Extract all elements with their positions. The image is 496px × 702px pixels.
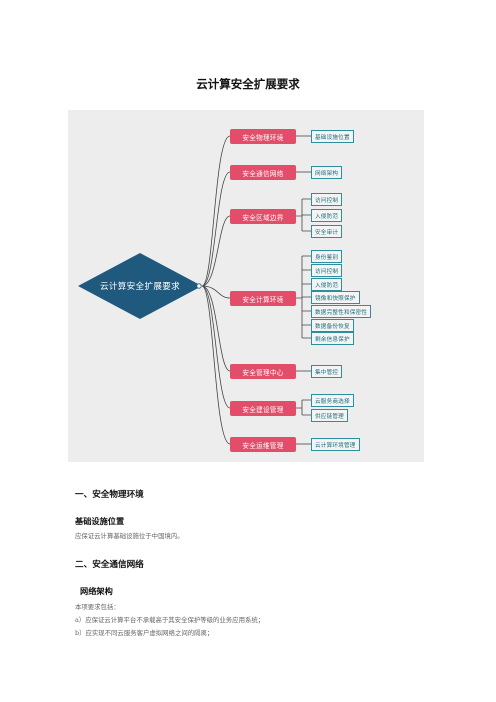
mindmap-diagram: 云计算安全扩展要求 安全物理环境 基础设施位置 安全通信网络 网络架构 安全区域… [68, 110, 424, 462]
mindmap-connectors [78, 135, 311, 445]
leaf-node-5-1: 集中管控 [311, 365, 343, 378]
connector-root-b2 [201, 171, 231, 287]
branch-node-2: 安全通信网络 [230, 165, 296, 180]
branch-node-6: 安全建设管理 [230, 401, 296, 416]
leaf-node-4-3: 入侵防范 [311, 278, 343, 291]
section-2-item-a: a）应保证云计算平台不承载高于其安全保护等级的业务应用系统； [75, 616, 265, 624]
leaf-node-3-2: 入侵防范 [311, 209, 343, 222]
section-1-heading: 一、安全物理环境 [75, 490, 144, 500]
connector-root-b7 [201, 285, 231, 445]
connector-root-b6 [201, 285, 231, 409]
document-title: 云计算安全扩展要求 [196, 77, 300, 91]
section-2-subheading: 网络架构 [80, 586, 113, 596]
leaf-node-3-3: 安全审计 [311, 225, 343, 238]
root-node: 云计算安全扩展要求 [78, 253, 202, 319]
root-node-shape [78, 253, 202, 319]
connector-b6-leaves [296, 399, 311, 416]
leaf-node-4-7: 剩余信息保护 [311, 332, 354, 345]
leaf-node-4-5: 数据完整性和保密性 [311, 305, 372, 318]
branch-node-3: 安全区域边界 [230, 209, 296, 224]
connector-root-b4 [201, 285, 231, 299]
leaf-node-1-1: 基础设施位置 [311, 130, 354, 143]
leaf-node-6-2: 供应链管理 [311, 409, 348, 422]
leaf-node-6-1: 云服务商选择 [311, 394, 354, 407]
leaf-node-7-1: 云计算环境管理 [311, 438, 360, 451]
branch-node-7: 安全运维管理 [230, 437, 296, 452]
branch-node-4: 安全计算环境 [230, 291, 296, 306]
section-1-subheading: 基础设施位置 [75, 516, 125, 526]
section-1-text: 应保证云计算基础设施位于中国境内。 [75, 532, 184, 540]
branch-node-1: 安全物理环境 [230, 129, 296, 144]
branch-node-5: 安全管理中心 [230, 364, 296, 379]
section-2-item-b: b）应实现不同云服务客户虚拟网络之间的隔离； [75, 629, 214, 637]
connector-b3-leaves [296, 198, 311, 232]
root-node-handle [196, 283, 202, 289]
leaf-node-2-1: 网络架构 [311, 166, 343, 179]
section-2-heading: 二、安全通信网络 [75, 560, 144, 570]
root-node-label: 云计算安全扩展要求 [99, 282, 181, 292]
connector-b4-leaves [296, 255, 311, 339]
leaf-node-4-1: 身份鉴别 [311, 250, 343, 263]
connector-root-b3 [201, 215, 231, 287]
section-2-intro: 本项要求包括： [75, 603, 120, 611]
leaf-node-4-4: 镜像和快照保护 [311, 291, 360, 304]
connector-root-b1 [201, 135, 231, 287]
leaf-node-3-1: 访问控制 [311, 193, 343, 206]
leaf-node-4-2: 访问控制 [311, 264, 343, 277]
connector-root-b5 [201, 285, 231, 372]
leaf-node-4-6: 数据备份恢复 [311, 319, 354, 332]
